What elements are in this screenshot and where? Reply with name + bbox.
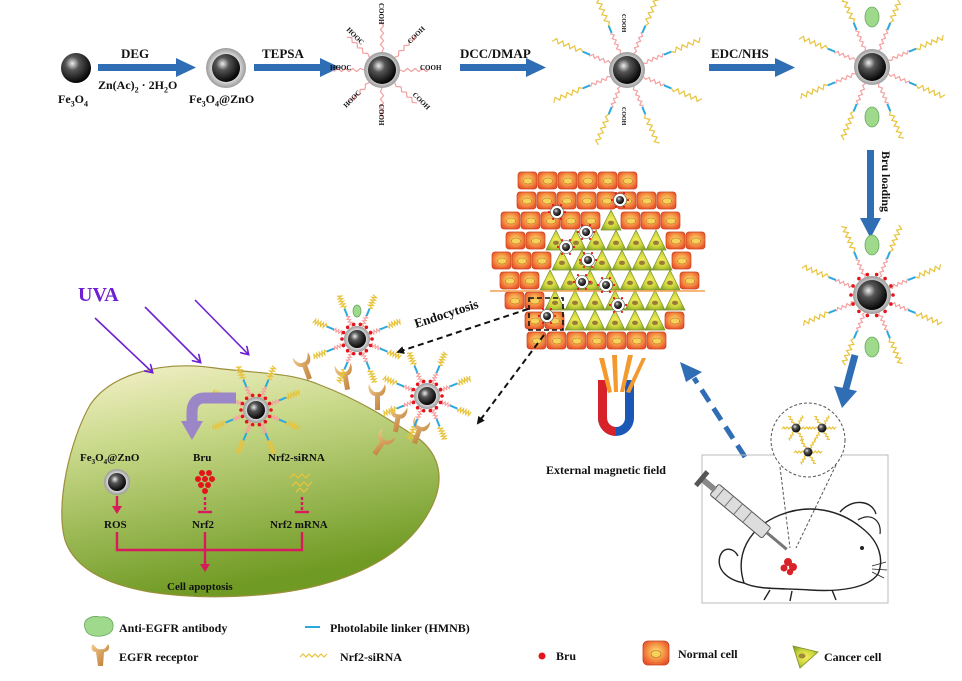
mouse-injection-panel (694, 402, 889, 604)
step-label-tepsa: TEPSA (262, 46, 304, 61)
hooc-label-left: HOOC (330, 64, 352, 72)
fe3o4-zno-particle (206, 48, 246, 88)
uva-arrows (94, 299, 248, 372)
step-label-dcc: DCC/DMAP (460, 46, 531, 61)
step-label-deg: DEG (121, 46, 150, 61)
label-uva: UVA (78, 284, 119, 306)
legend-label-receptor: EGFR receptor (119, 650, 199, 664)
cooh-label-sirna-top: COOH (620, 14, 626, 33)
cell-label-fe3o4-zno: Fe3O4@ZnO (80, 452, 140, 467)
cooh-label-top: COOH (377, 3, 385, 25)
step-arrow-edc (709, 58, 795, 77)
antibody-particle (798, 0, 946, 141)
cooh-particle (333, 21, 431, 119)
legend-bru-icon (538, 652, 546, 660)
mouse-to-tumor-arrow (680, 362, 748, 459)
legend-sirna-icon (299, 653, 328, 658)
bru-loaded-particle (801, 224, 943, 366)
step-label-zn-reagent: Zn(Ac)2 · 2H2O (98, 78, 178, 95)
fe3o4-particle (61, 53, 91, 83)
nanoparticle-approaching-1 (312, 294, 402, 384)
legend-antibody-icon (84, 616, 114, 637)
label-fe3o4: Fe3O4 (58, 92, 88, 109)
legend-label-cancer-cell: Cancer cell (824, 650, 882, 664)
sirna-strand (289, 473, 313, 493)
legend-label-sirna: Nrf2-siRNA (340, 650, 402, 664)
legend-label-normal-cell: Normal cell (678, 647, 738, 661)
cooh-label-sirna-bottom: COOH (620, 107, 626, 126)
legend-normal-cell-icon (642, 640, 670, 666)
cooh-label-right: COOH (420, 64, 442, 72)
step-arrow-deg (98, 58, 196, 77)
zoom-nanoparticles (781, 415, 837, 465)
release-arrow (181, 392, 236, 440)
legend-cancer-cell-icon (792, 645, 819, 669)
tumor-tissue (490, 171, 706, 350)
cell-label-ros: ROS (104, 519, 127, 531)
legend-receptor-icon (91, 644, 110, 666)
legend-label-bru: Bru (556, 649, 577, 663)
cell-label-nrf2: Nrf2 (192, 519, 214, 531)
sirna-particle (551, 0, 703, 146)
bru-cluster (195, 470, 215, 494)
step-label-bru-loading: Bru loading (879, 151, 893, 213)
pathway-lines (112, 496, 309, 572)
cell-label-bru: Bru (193, 452, 212, 464)
legend-label-antibody: Anti-EGFR antibody (119, 621, 228, 635)
cell-label-sirna: Nrf2-siRNA (268, 452, 325, 464)
label-fe3o4-zno: Fe3O4@ZnO (189, 92, 255, 109)
step-arrow-dcc (460, 58, 546, 77)
nanoparticle-approaching-2 (382, 351, 472, 441)
target-cell (61, 365, 440, 598)
endocytosis-arrows (396, 308, 545, 425)
step-arrow-bru-loading (860, 150, 881, 238)
label-magnetic-field: External magnetic field (546, 463, 666, 477)
cooh-label-bottom: COOH (377, 104, 385, 126)
ros-source-particle (104, 469, 130, 495)
legend-label-linker: Photolabile linker (HMNB) (330, 621, 470, 635)
egfr-receptors (292, 352, 431, 456)
step-arrow-tepsa (254, 58, 340, 77)
step-label-edc: EDC/NHS (711, 46, 769, 61)
magnet (598, 380, 634, 436)
cell-label-nrf2-mrna: Nrf2 mRNA (270, 519, 328, 531)
cell-label-apoptosis: Cell apoptosis (167, 581, 233, 593)
magnetic-field-rays (599, 355, 646, 393)
step-arrow-to-mouse (834, 354, 859, 408)
